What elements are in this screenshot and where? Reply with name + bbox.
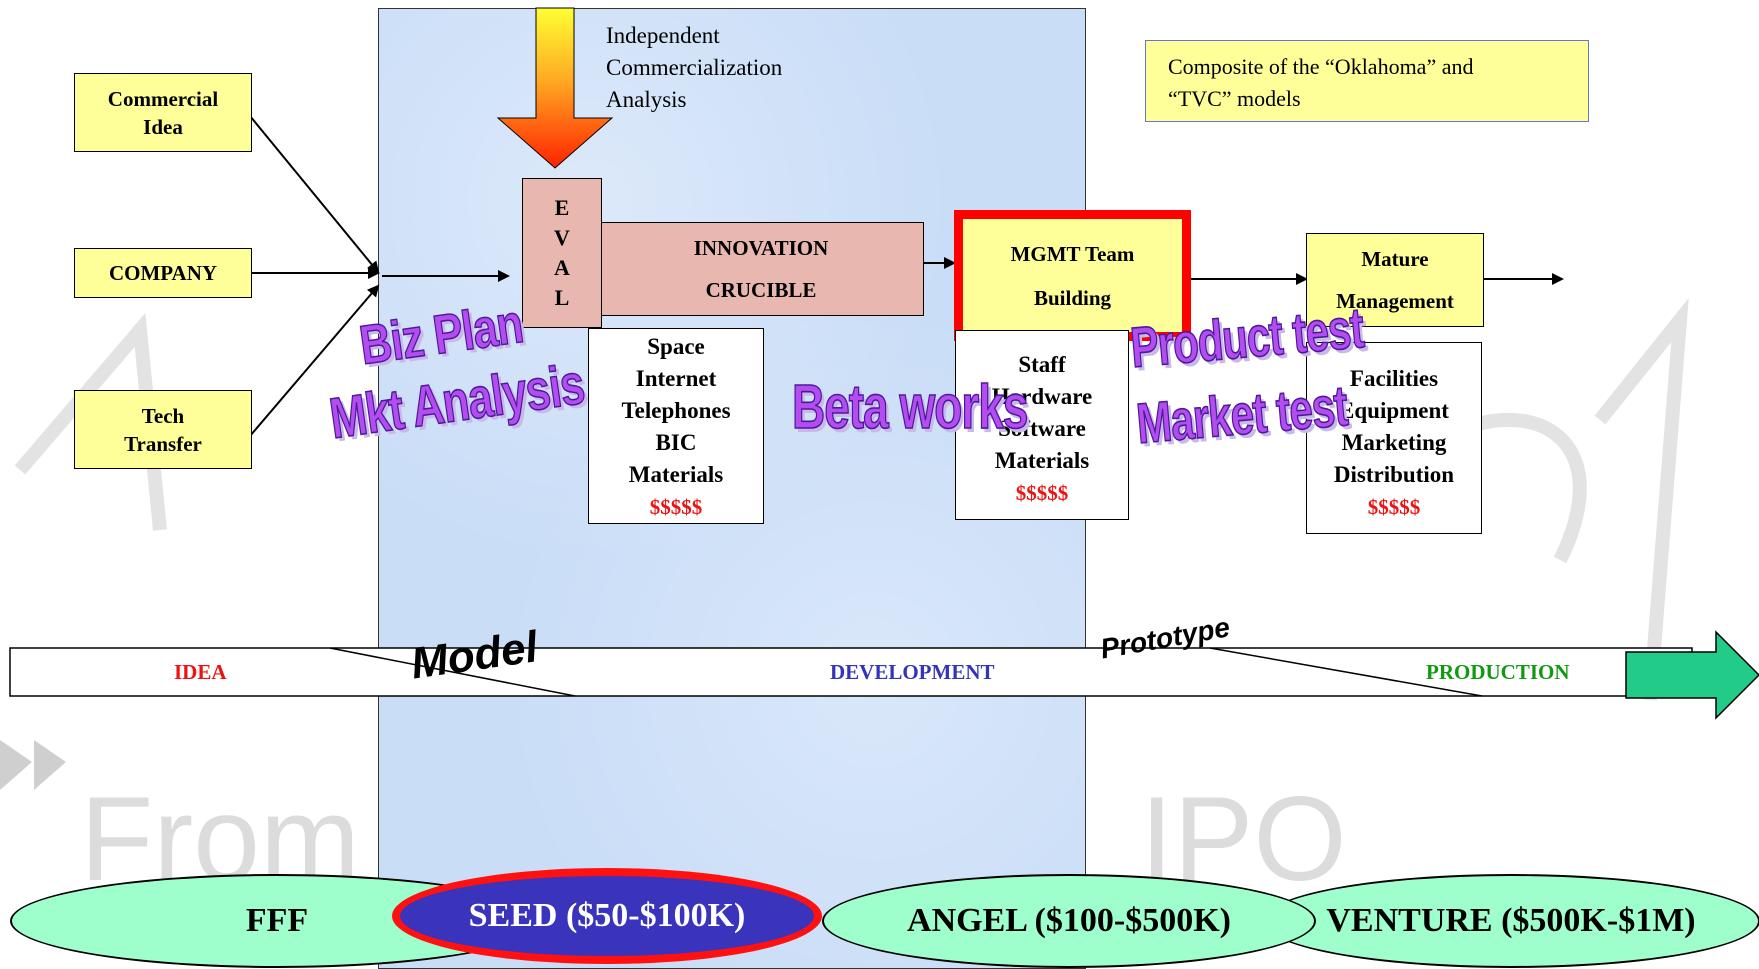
resources-team: Staff Hardware Software Materials $$$$$ [955,330,1129,520]
source-company: COMPANY [74,248,252,298]
eval-letter: A [554,255,570,280]
composite-line: Composite of the “Oklahoma” and [1168,54,1474,79]
resource-item: Equipment [1339,398,1449,423]
source-label: Commercial [107,86,219,111]
crucible-line: CRUCIBLE [705,278,817,302]
composite-note: Composite of the “Oklahoma” and “TVC” mo… [1145,40,1589,122]
resource-item: Marketing [1341,430,1447,455]
resources-incubator: Space Internet Telephones BIC Materials … [588,328,764,524]
source-commercial-idea: Commercial Idea [74,73,252,152]
resource-item: BIC [655,430,697,455]
resource-cost: $$$$$ [649,495,703,519]
mature-line: Mature [1361,247,1429,271]
resource-item: Distribution [1333,462,1455,487]
mature-management-box: Mature Management [1306,233,1484,327]
resource-item: Hardware [991,384,1093,409]
analysis-down-arrow [496,7,614,169]
timeline-idea: IDEA [174,660,227,684]
funding-angel: ANGEL ($100-$500K) [822,874,1316,968]
resource-item: Internet [635,366,717,391]
beta-works-label: Beta works [791,371,1029,443]
timeline-arrowhead [1625,630,1759,720]
eval-letter: E [554,195,570,220]
eval-letter: L [554,285,570,310]
eval-box: E V A L [522,178,602,328]
source-label: Transfer [124,431,202,456]
mgmt-line: Building [1033,285,1112,310]
mgmt-line: MGMT Team [1010,241,1135,266]
commercialization-note: Independent Commercialization Analysis [606,20,782,116]
resource-item: Software [998,416,1086,441]
note-line: Analysis [606,87,687,112]
resource-item: Materials [628,462,724,487]
eval-letter: V [554,225,570,250]
resources-production: Facilities Equipment Marketing Distribut… [1306,342,1482,534]
resource-item: Space [647,334,705,359]
note-line: Independent [606,23,720,48]
source-label: Idea [143,114,183,139]
composite-line: “TVC” models [1168,86,1301,111]
resource-item: Materials [994,448,1090,473]
crucible-line: INNOVATION [693,236,829,260]
source-tech-transfer: Tech Transfer [74,390,252,469]
note-line: Commercialization [606,55,783,80]
source-label: COMPANY [108,261,218,285]
mgmt-team-box: MGMT Team Building [954,210,1191,341]
source-label: Tech [141,403,185,428]
funding-venture: VENTURE ($500K-$1M) [1262,874,1759,968]
mature-line: Management [1336,289,1454,313]
resource-item: Facilities [1349,366,1439,391]
resource-cost: $$$$$ [1367,495,1421,519]
timeline-development: DEVELOPMENT [830,660,995,684]
resource-item: Telephones [621,398,731,423]
innovation-crucible-box: INNOVATION CRUCIBLE [598,222,924,316]
funding-seed: SEED ($50-$100K) [392,868,822,964]
timeline-production: PRODUCTION [1426,660,1570,684]
resource-item: Staff [1018,352,1066,377]
resource-cost: $$$$$ [1015,481,1069,505]
